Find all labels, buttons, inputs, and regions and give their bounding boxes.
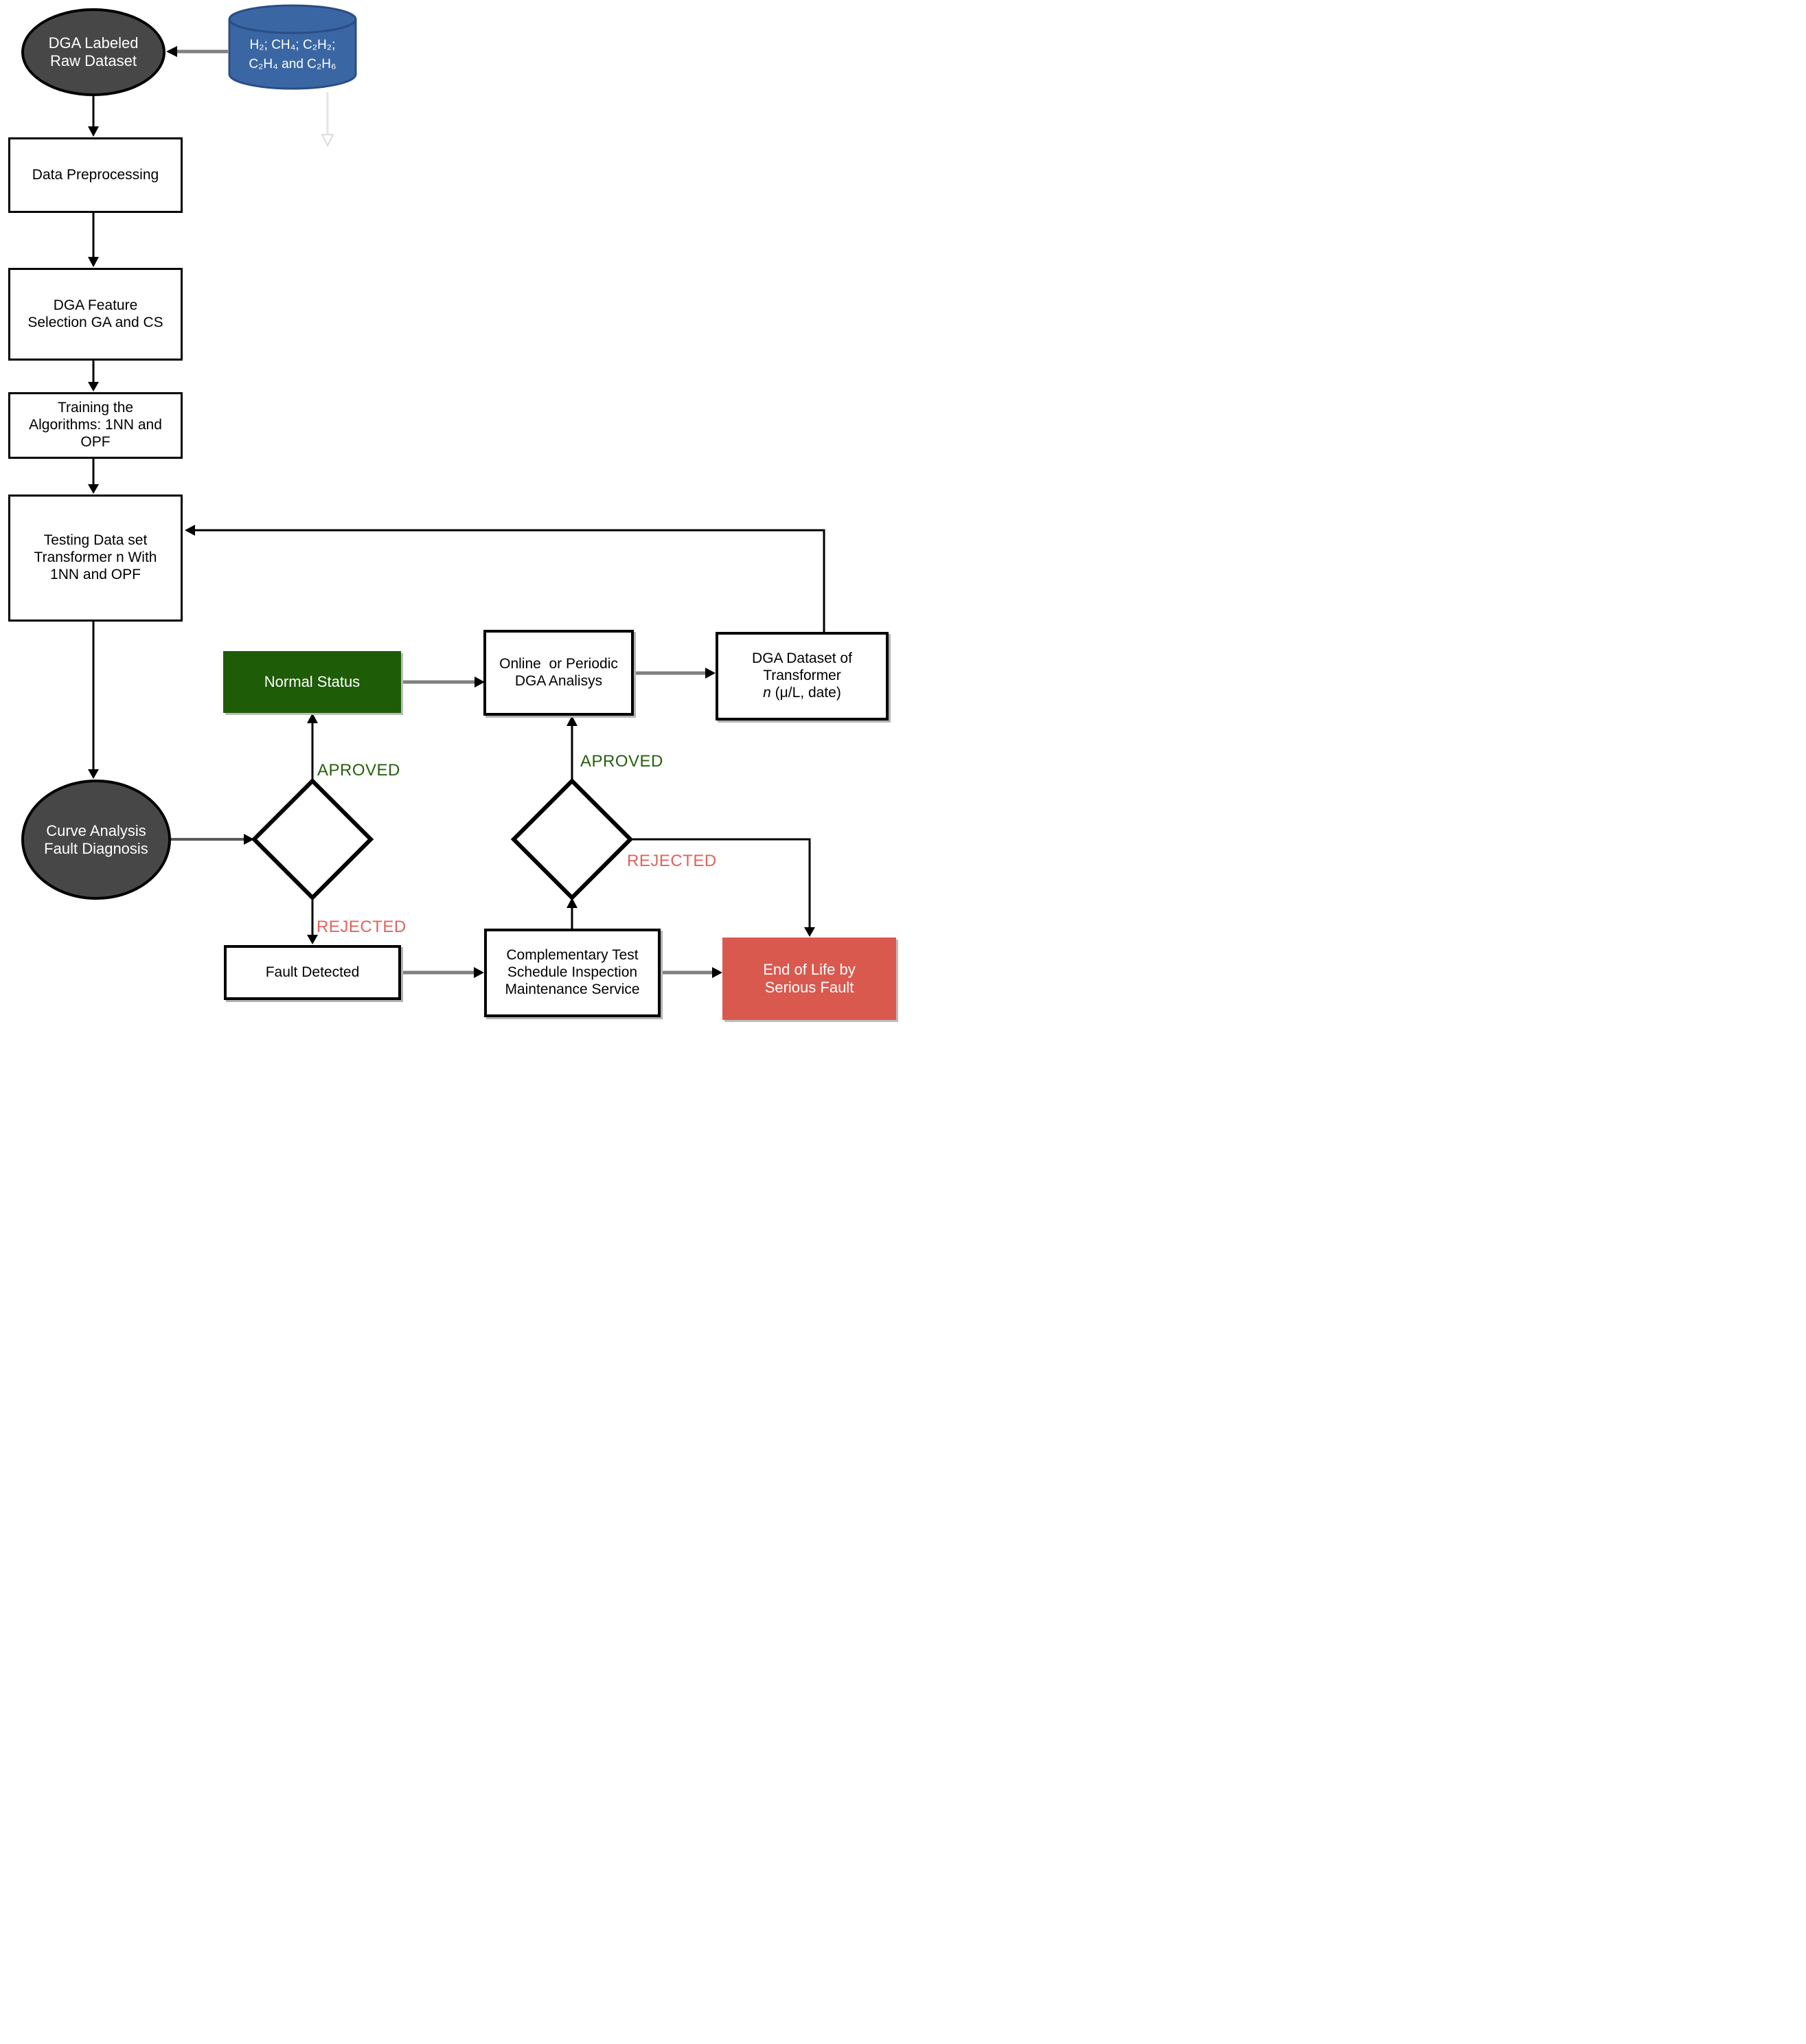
- arrow-online-dga-to-dga-dataset: [634, 668, 716, 679]
- node-training-algorithms: Training the Algorithms: 1NN and OPF: [8, 392, 183, 459]
- label-rejected-1: REJECTED: [317, 918, 407, 936]
- arrow-fault-detected-to-complementary: [401, 967, 484, 978]
- connector-layer: [88, 46, 825, 978]
- node-label-line: Algorithms: 1NN and: [29, 417, 162, 433]
- node-label-line: C₂H₄ and C₂H₆: [249, 56, 336, 71]
- node-online-periodic-dga: Online or Periodic DGA Analisys: [483, 630, 634, 716]
- node-label-line: Curve Analysis: [46, 821, 146, 839]
- arrow-decision-2-rejected-to-end-of-life: [630, 838, 815, 937]
- node-dga-labeled-raw-dataset: DGA Labeled Raw Dataset: [21, 8, 165, 96]
- node-label-line: Training the: [57, 400, 134, 416]
- flowchart-canvas: DGA Labeled Raw Dataset H₂; CH₄; C₂H₂; C…: [0, 0, 903, 1022]
- arrow-complementary-to-end-of-life: [661, 967, 722, 978]
- arrow-curve-analysis-to-decision-1: [171, 834, 254, 845]
- node-label-line: Maintenance Service: [505, 981, 640, 997]
- node-fault-detected: Fault Detected: [224, 945, 401, 1000]
- arrow-decision-1-to-normal-status: [307, 713, 318, 781]
- arrow-decision-1-to-fault-detected: [307, 898, 318, 944]
- node-dga-feature-selection: DGA Feature Selection GA and CS: [8, 268, 183, 361]
- node-label-line: Complementary Test: [506, 947, 639, 964]
- node-label-line: End of Life by: [763, 961, 856, 979]
- arrow-feedback-dga-dataset-to-testing: [185, 525, 825, 632]
- dataset-units: (μ/L, date): [770, 684, 841, 701]
- node-label-line: DGA Dataset of: [752, 650, 852, 667]
- node-label-line: 1NN and OPF: [50, 566, 141, 582]
- arrow-raw-dataset-to-preprocessing: [88, 96, 99, 137]
- arrow-complementary-to-decision-2: [567, 898, 578, 929]
- node-label-line: DGA Feature: [53, 297, 138, 313]
- node-label-line: Fault Detected: [265, 964, 360, 980]
- arrow-training-to-testing: [88, 459, 99, 494]
- node-gas-database-cylinder: H₂; CH₄; C₂H₂; C₂H₄ and C₂H₆: [228, 4, 357, 91]
- node-label-line: Testing Data set: [43, 532, 148, 549]
- node-label-line: Data Preprocessing: [32, 166, 159, 183]
- node-label-line: Online or Periodic: [499, 655, 618, 672]
- decision-2-diamond: [510, 777, 634, 901]
- arrow-preprocessing-to-feature-selection: [88, 213, 99, 267]
- node-label-line: Fault Diagnosis: [44, 839, 148, 857]
- node-label-line: Transformer: [763, 668, 841, 684]
- label-approved-1: APROVED: [317, 761, 400, 780]
- node-complementary-test: Complementary Test Schedule Inspection M…: [484, 929, 661, 1017]
- node-curve-analysis: Curve Analysis Fault Diagnosis: [21, 780, 171, 900]
- label-approved-2: APROVED: [580, 752, 663, 771]
- node-label-line: OPF: [80, 433, 111, 450]
- decision-1-diamond: [251, 777, 374, 901]
- node-label-line: Transformer n With: [34, 549, 157, 566]
- arrow-normal-status-to-online-dga: [401, 677, 485, 688]
- node-testing-dataset: Testing Data set Transformer n With 1NN …: [8, 495, 183, 622]
- node-data-preprocessing: Data Preprocessing: [8, 137, 183, 213]
- node-label-line: DGA Labeled: [48, 34, 139, 52]
- database-cylinder-icon: [228, 4, 357, 90]
- node-label-line: Raw Dataset: [50, 52, 137, 69]
- arrow-cylinder-to-raw-dataset: [166, 46, 228, 57]
- node-end-of-life: End of Life by Serious Fault: [722, 938, 896, 1020]
- cylinder-text: H₂; CH₄; C₂H₂; C₂H₄ and C₂H₆: [228, 36, 357, 73]
- arrow-decision-2-to-online-dga: [567, 716, 578, 781]
- node-label-line: Schedule Inspection: [507, 964, 638, 981]
- node-label-line: Selection GA and CS: [27, 314, 163, 330]
- node-label-line: Serious Fault: [764, 979, 854, 996]
- ghost-arrow: [321, 92, 334, 148]
- node-normal-status: Normal Status: [223, 651, 401, 713]
- node-dga-dataset-transformer: DGA Dataset of Transformer n (μ/L, date): [716, 632, 889, 720]
- node-label-line: DGA Analisys: [514, 672, 603, 689]
- italic-n: n: [763, 684, 771, 701]
- label-rejected-2: REJECTED: [627, 852, 717, 870]
- node-label-line: n (μ/L, date): [763, 685, 841, 702]
- node-label-line: Normal Status: [264, 673, 361, 691]
- node-label-line: H₂; CH₄; C₂H₂;: [249, 38, 336, 52]
- arrow-testing-to-curve-analysis: [88, 622, 99, 779]
- arrow-feature-selection-to-training: [88, 361, 99, 391]
